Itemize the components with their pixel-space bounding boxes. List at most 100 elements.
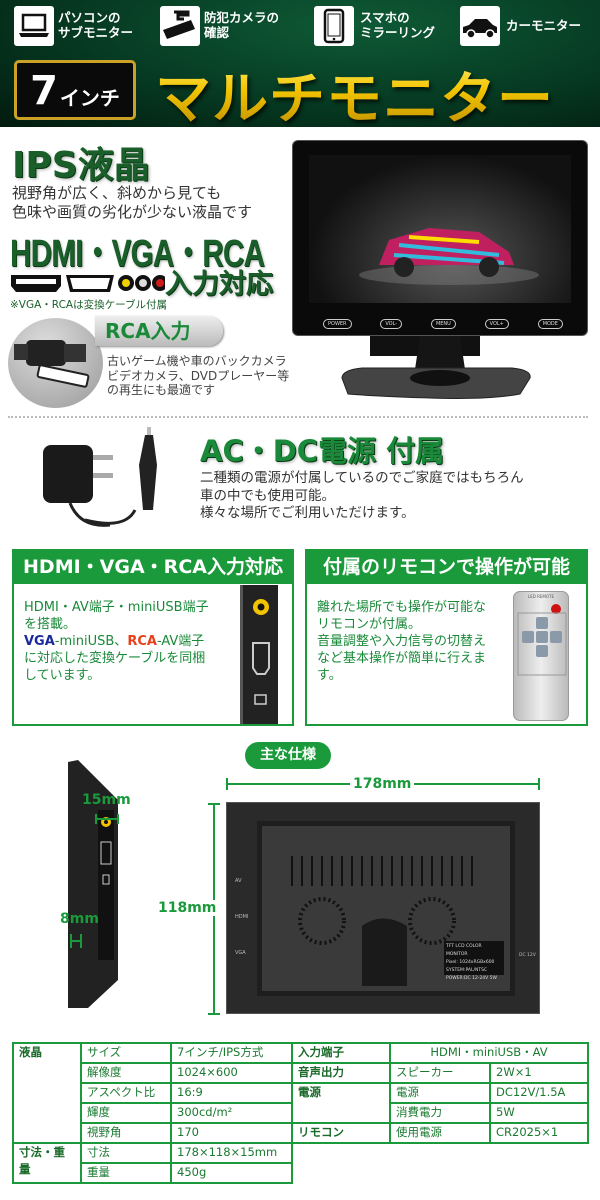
table-group: リモコン bbox=[291, 1122, 391, 1144]
table-group: 液晶 bbox=[12, 1042, 82, 1144]
monitor-stand bbox=[340, 336, 540, 404]
use-label-pc: パソコンの サブモニター bbox=[58, 10, 134, 40]
table-value: 16:9 bbox=[170, 1082, 293, 1104]
power-adapter-image bbox=[35, 425, 175, 539]
dc-label: DC 12V bbox=[519, 953, 536, 958]
table-value: 2W×1 bbox=[489, 1062, 589, 1084]
remote-feature-box: 付属のリモコンで操作が可能 離れた場所でも操作が可能な リモコンが付属。 音量調… bbox=[305, 549, 588, 726]
ips-desc-line2: 色味や画質の劣化が少ない液晶です bbox=[12, 203, 253, 221]
label-line: POWER:DC 12-24V 5W bbox=[446, 976, 497, 981]
power-title: AC・DC電源 付属 bbox=[200, 434, 445, 468]
table-key: 視野角 bbox=[80, 1122, 172, 1144]
remote-box-line2: リモコンが付属。 bbox=[317, 617, 422, 632]
power-button: POWER bbox=[323, 319, 352, 329]
connector-icons bbox=[10, 272, 168, 298]
back-port-labels: AV HDMI VGA bbox=[235, 863, 248, 971]
vol-down-button: VOL- bbox=[380, 319, 403, 329]
label-line: Pixel: 1024xRGBx600 bbox=[446, 960, 495, 965]
menu-button: MENU bbox=[430, 319, 456, 329]
use-label-smartphone: スマホの ミラーリング bbox=[360, 10, 436, 40]
port-label-av: AV bbox=[235, 878, 242, 884]
port-label-vga: VGA bbox=[235, 950, 246, 956]
power-line1: 二種類の電源が付属しているのでご家庭ではもちろん bbox=[200, 470, 524, 486]
inputs-feature-box: HDMI・VGA・RCA入力対応 HDMI・AV端子・miniUSB端子 を搭載… bbox=[12, 549, 294, 726]
inputs-box-text: HDMI・AV端子・miniUSB端子 を搭載。 VGA-miniUSB、RCA… bbox=[24, 599, 209, 684]
header-banner: パソコンの サブモニター 防犯カメラの 確認 スマホの ミラーリング カーモニタ… bbox=[0, 0, 600, 132]
inputs-box-line2: を搭載。 bbox=[24, 617, 77, 632]
size-number: 7 bbox=[30, 68, 58, 114]
remote-label: LED REMOTE bbox=[528, 594, 554, 599]
inputs-box-header: HDMI・VGA・RCA入力対応 bbox=[14, 551, 292, 584]
label-line: TFT LCD COLOR MONITOR bbox=[446, 944, 482, 957]
remote-box-line4: など基本操作が簡単に行えま bbox=[317, 651, 487, 666]
rca-input-badge: RCA入力 bbox=[95, 316, 223, 346]
power-line2: 車の中でも使用可能。 bbox=[200, 487, 335, 504]
table-value: 170 bbox=[170, 1122, 293, 1144]
inputs-box-line5: しています。 bbox=[24, 668, 101, 683]
vga-rest: -miniUSB、 bbox=[54, 634, 128, 649]
table-group: 入力端子 bbox=[291, 1042, 391, 1064]
remote-control-image: LED REMOTE bbox=[513, 591, 569, 721]
table-key: スピーカー bbox=[389, 1062, 491, 1084]
rca-description: 古いゲーム機や車のバックカメラ ビデオカメラ、DVDプレーヤー等 の再生にも最適… bbox=[107, 354, 289, 398]
mode-button: MODE bbox=[537, 319, 563, 329]
depth-dimension: 15mm bbox=[82, 792, 131, 808]
table-value: 450g bbox=[170, 1162, 293, 1184]
ips-description: 視野角が広く、斜めから見ても 色味や画質の劣化が少ない液晶です bbox=[12, 184, 252, 222]
sports-car-image bbox=[359, 228, 539, 285]
remote-box-line1: 離れた場所でも操作が可能な bbox=[317, 600, 487, 615]
size-unit: インチ bbox=[59, 86, 120, 110]
product-title: マルチモニター bbox=[155, 54, 554, 135]
hdmi-connector-icon bbox=[11, 275, 61, 292]
car-icon bbox=[460, 6, 500, 46]
monitor-screen bbox=[309, 155, 571, 303]
min-depth-marker bbox=[70, 934, 82, 948]
table-value: DC12V/1.5A bbox=[489, 1082, 589, 1104]
remote-box-header: 付属のリモコンで操作が可能 bbox=[307, 551, 586, 584]
table-key: 寸法 bbox=[80, 1142, 172, 1164]
remote-box-text: 離れた場所でも操作が可能な リモコンが付属。 音量調整や入力信号の切替え など基… bbox=[317, 599, 486, 684]
table-key: 消費電力 bbox=[389, 1102, 491, 1124]
vga-connector-icon bbox=[66, 275, 114, 292]
remote-box-line3: 音量調整や入力信号の切替え bbox=[317, 634, 487, 649]
table-key: 使用電源 bbox=[389, 1122, 491, 1144]
height-dimension: 118mm bbox=[158, 900, 217, 916]
table-value: 5W bbox=[489, 1102, 589, 1124]
table-value: 7インチ/IPS方式 bbox=[170, 1042, 293, 1064]
min-depth-dimension: 8mm bbox=[60, 911, 99, 927]
table-group: 電源 bbox=[291, 1082, 391, 1124]
specs-badge: 主な仕様 bbox=[245, 742, 331, 769]
table-group: 寸法・重量 bbox=[12, 1142, 82, 1184]
section-divider bbox=[8, 416, 588, 418]
monitor-back-image: TFT LCD COLOR MONITOR Pixel: 1024xRGBx60… bbox=[226, 802, 540, 1014]
table-group: 音声出力 bbox=[291, 1062, 391, 1084]
power-line3: 様々な場所でご利用いただけます。 bbox=[200, 505, 415, 521]
label-line: SYSTEM:PAL/NTSC bbox=[446, 968, 488, 973]
use-label-car: カーモニター bbox=[506, 18, 582, 33]
table-value: 1024×600 bbox=[170, 1062, 293, 1084]
inputs-box-line3: VGA-miniUSB、RCA-AV端子 bbox=[24, 633, 209, 650]
security-camera-icon bbox=[160, 6, 200, 46]
table-value: HDMI・miniUSB・AV bbox=[389, 1042, 589, 1064]
video-camera-icon bbox=[8, 318, 103, 408]
inputs-box-line4: に対応した変換ケーブルを同梱 bbox=[24, 651, 206, 666]
side-ports-image bbox=[240, 585, 278, 724]
rca-line3: の再生にも最適です bbox=[107, 383, 216, 397]
rca-connector-icons bbox=[118, 275, 168, 291]
vol-up-button: VOL+ bbox=[484, 319, 509, 329]
table-key: 重量 bbox=[80, 1162, 172, 1184]
rca-label: RCA bbox=[127, 634, 157, 649]
inputs-subtitle: 入力対応 bbox=[165, 269, 273, 300]
monitor-front-image: POWER VOL- MENU VOL+ MODE bbox=[292, 140, 588, 336]
inputs-note: ※VGA・RCAは変換ケーブル付属 bbox=[10, 299, 167, 311]
smartphone-icon bbox=[314, 6, 354, 46]
inputs-box-line1: HDMI・AV端子・miniUSB端子 bbox=[24, 600, 209, 615]
